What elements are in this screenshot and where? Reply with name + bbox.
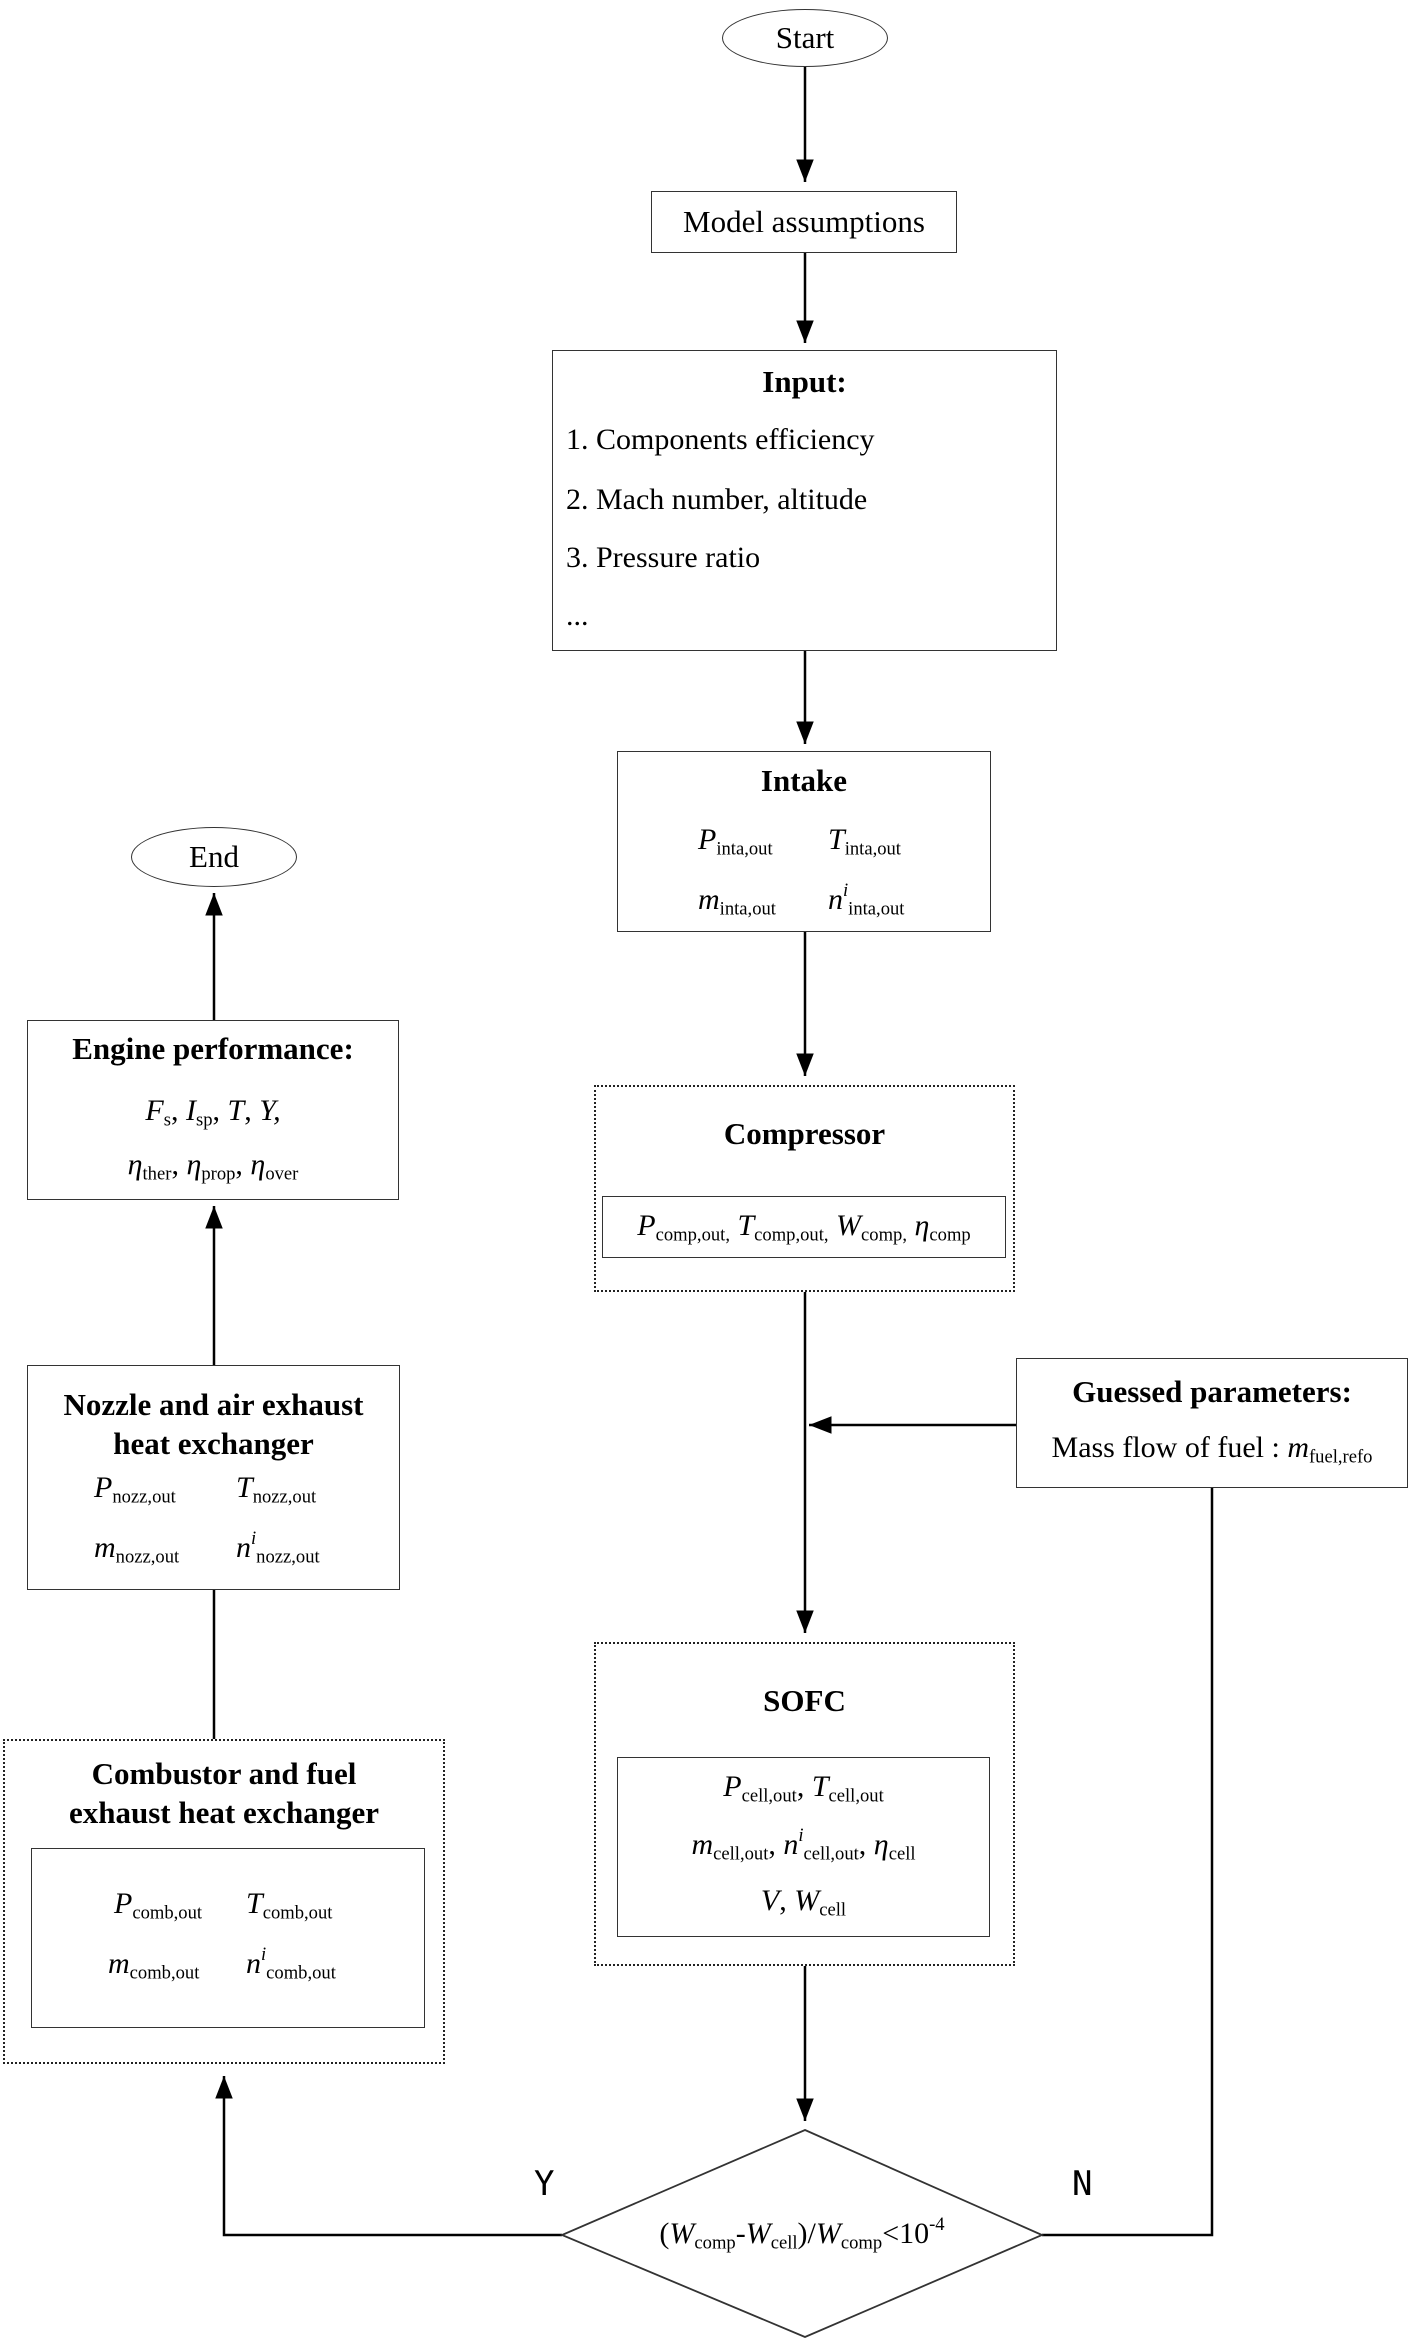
sofc-title: SOFC [763,1683,846,1718]
combustor-temperature: Tcomb,out [246,1887,333,1924]
sofc-params-line-2: mcell,out, nicell,out, ηcell [691,1824,916,1865]
end-label: End [189,839,239,874]
start-label: Start [775,20,835,55]
nozzle-title-line-2: heat exchanger [113,1426,314,1461]
engine-performance-title: Engine performance: [72,1031,354,1066]
arrow-no-to-guessed [1042,1465,1221,2237]
intake-temperature: Tinta,out [828,823,901,860]
intake-molar-flow: niinta,out [828,879,905,920]
intake-mass-flow: minta,out [698,883,776,920]
sofc-box: SOFC Pcell,out, Tcell,out mcell,out, nic… [594,1642,1015,1966]
input-item-4: ... [566,599,589,632]
compressor-params: Pcomp,out, Tcomp,out, Wcomp, ηcomp [637,1209,971,1246]
nozzle-pressure: Pnozz,out [94,1471,176,1508]
guessed-parameters-title: Guessed parameters: [1072,1374,1352,1409]
combustor-pressure: Pcomb,out [114,1887,203,1924]
input-item-3: 3. Pressure ratio [566,541,761,574]
sofc-params-box: Pcell,out, Tcell,out mcell,out, nicell,o… [617,1757,990,1937]
engine-performance-box: Engine performance: Fs, Isp, T, Y, ηther… [27,1020,399,1200]
start-node: Start [722,9,888,67]
decision-no-label: N [1072,2164,1093,2204]
nozzle-title-line-1: Nozzle and air exhaust [63,1387,364,1422]
nozzle-box: Nozzle and air exhaust heat exchanger Pn… [27,1365,400,1590]
combustor-title-line-1: Combustor and fuel [91,1756,357,1791]
combustor-params-box: Pcomb,out Tcomb,out mcomb,out nicomb,out [31,1848,425,2028]
model-assumptions-box: Model assumptions [651,191,957,253]
intake-title: Intake [760,763,848,798]
input-item-2: 2. Mach number, altitude [566,483,868,516]
guessed-parameters-line: Mass flow of fuel : mfuel,refo [1051,1431,1373,1468]
combustor-title-line-2: exhaust heat exchanger [69,1795,379,1830]
compressor-params-box: Pcomp,out, Tcomp,out, Wcomp, ηcomp [602,1196,1006,1258]
guessed-parameters-box: Guessed parameters: Mass flow of fuel : … [1016,1358,1408,1488]
nozzle-molar-flow: ninozz,out [236,1527,320,1568]
input-box: Input: 1. Components efficiency 2. Mach … [552,350,1057,651]
engine-performance-line-2: ηther, ηprop, ηover [127,1148,299,1185]
intake-box: Intake Pinta,out Tinta,out minta,out nii… [617,751,991,932]
combustor-molar-flow: nicomb,out [246,1943,336,1984]
compressor-box: Compressor Pcomp,out, Tcomp,out, Wcomp, … [594,1085,1015,1292]
engine-performance-line-1: Fs, Isp, T, Y, [145,1094,281,1131]
input-title: Input: [762,364,847,399]
sofc-params-line-1: Pcell,out, Tcell,out [723,1770,884,1807]
sofc-params-line-3: V, Wcell [760,1884,847,1921]
decision-yes-label: Y [534,2164,555,2204]
decision-diamond [559,2129,1045,2338]
nozzle-mass-flow: mnozz,out [94,1531,180,1568]
arrow-yes-to-combustor [215,2076,562,2237]
nozzle-temperature: Tnozz,out [236,1471,317,1508]
decision-condition: (Wcomp-Wcell)/Wcomp<10-4 [659,2213,945,2254]
combustor-mass-flow: mcomb,out [108,1947,200,1984]
end-node: End [131,827,297,887]
compressor-title: Compressor [723,1116,886,1151]
intake-pressure: Pinta,out [698,823,773,860]
model-assumptions-label: Model assumptions [683,204,925,239]
combustor-box: Combustor and fuel exhaust heat exchange… [3,1739,445,2064]
input-item-1: 1. Components efficiency [566,423,875,456]
